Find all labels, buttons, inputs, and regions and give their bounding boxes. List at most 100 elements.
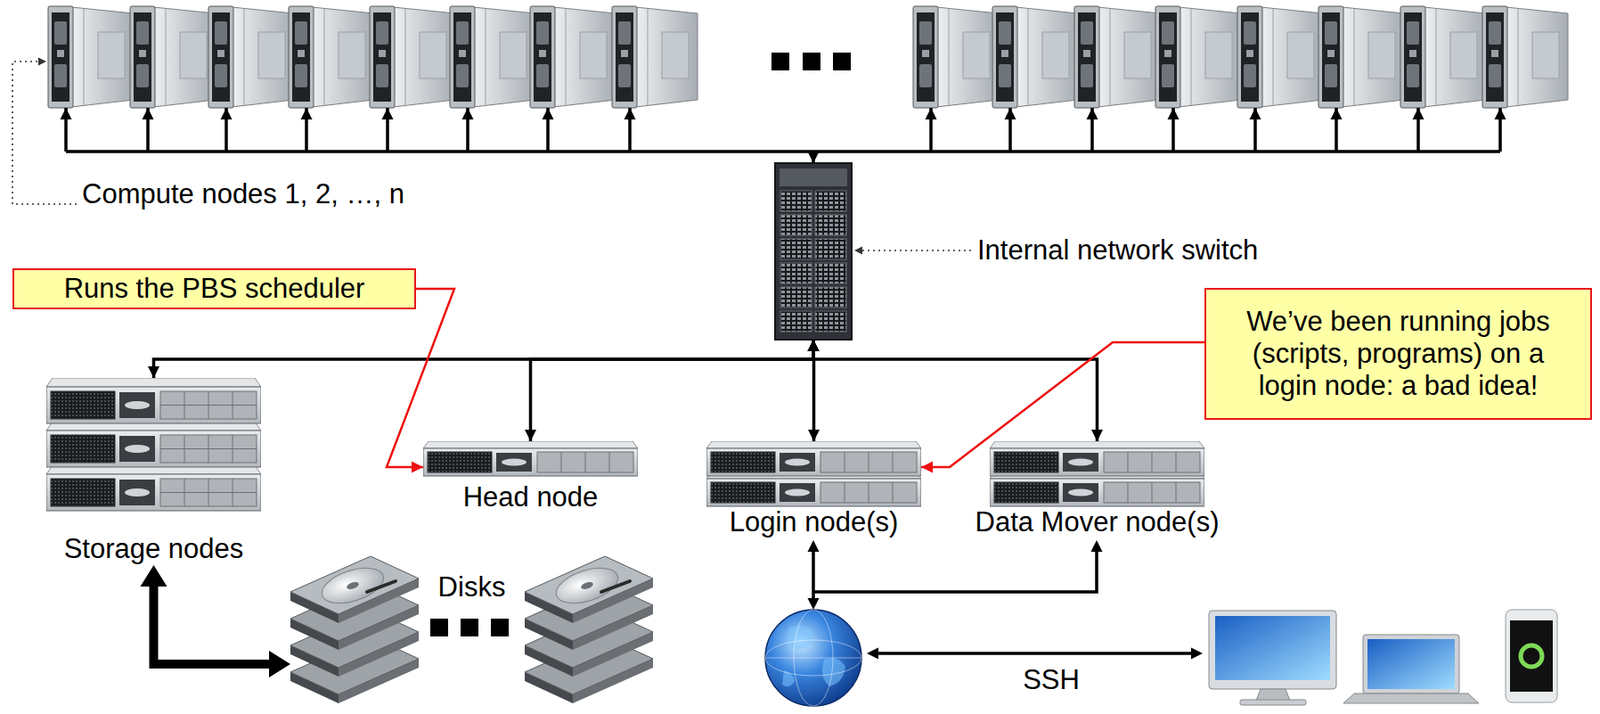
arrow-head (808, 429, 820, 441)
arrow-head (808, 339, 820, 352)
node-label: Login node(s) (729, 506, 899, 539)
node-box: Data Mover node(s) (971, 440, 1224, 539)
arrow-head (921, 461, 933, 474)
arrow-head (411, 461, 424, 474)
arrow-head (1412, 107, 1425, 120)
monitor-frame (1208, 610, 1337, 689)
arrow-head (60, 107, 73, 120)
switch-ports (815, 238, 847, 260)
arrow-head (301, 107, 313, 120)
arrow-head (1249, 107, 1262, 120)
node-label: We’ve been running jobs (scripts, progra… (1225, 305, 1571, 402)
connector-line (386, 288, 455, 467)
node-label: Runs the PBS scheduler (26, 272, 402, 305)
blade-server (992, 6, 1078, 108)
globe-grid (765, 657, 862, 659)
node-label: Head node (463, 481, 599, 514)
arrow-head (1191, 647, 1203, 660)
phone-body (1505, 609, 1558, 703)
connector (921, 342, 1205, 474)
connector (140, 564, 292, 678)
switch-ports (780, 262, 812, 284)
monitor-base (1240, 699, 1307, 705)
ellipsis-dot (490, 618, 509, 637)
node-label: Disks (290, 571, 654, 604)
switch-ports (780, 214, 812, 236)
connector (808, 339, 1104, 441)
arrow-head (808, 339, 820, 352)
arrow-head (808, 339, 820, 352)
arrow-head (925, 107, 938, 120)
node-box: We’ve been running jobs (scripts, progra… (1204, 287, 1592, 420)
arrow-head (542, 107, 555, 120)
arrow-head (808, 597, 820, 610)
blade-server (1482, 6, 1568, 108)
connector-line (65, 107, 1501, 164)
node-box: Compute nodes 1, 2, …, n (46, 5, 1568, 108)
ssh-line (877, 651, 1192, 655)
phone-icon (1520, 644, 1543, 667)
connector (524, 339, 820, 441)
globe-grid (765, 639, 862, 676)
blade-server (612, 6, 698, 108)
ellipsis-dot (460, 618, 479, 637)
node-box: Runs the PBS scheduler (12, 268, 417, 310)
connector (60, 107, 1507, 164)
ellipsis-dot (771, 52, 790, 71)
arrow-head (269, 650, 291, 678)
arrow-head (1091, 429, 1103, 441)
blade-server (369, 6, 456, 108)
switch-ports (815, 190, 847, 212)
blade-server (288, 6, 375, 108)
arrow-head (1004, 107, 1017, 120)
connector-line (154, 582, 272, 664)
blade-server (1318, 6, 1405, 108)
node-label: Compute nodes 1, 2, …, n (81, 178, 405, 211)
ellipsis-dot (832, 52, 851, 71)
node-box: Disks (290, 555, 654, 706)
blade-server (1400, 6, 1486, 108)
arrow-head (147, 366, 160, 378)
disk-stack (290, 555, 419, 703)
monitor-screen (1215, 615, 1331, 680)
globe-land (782, 624, 846, 686)
login-server (706, 440, 922, 476)
switch-ports (815, 310, 847, 332)
arrow-head (220, 107, 233, 120)
arrow-head (524, 429, 537, 441)
node-label: Internal network switch (977, 234, 1258, 267)
arrow-head (808, 151, 820, 164)
arrow-head (624, 107, 637, 120)
node-label: Storage nodes (64, 532, 245, 565)
arrow-head (382, 107, 394, 120)
data-mover-server (989, 440, 1205, 476)
login-server (706, 471, 922, 507)
storage-server (46, 465, 262, 511)
leader-head (854, 246, 863, 255)
switch-ports (780, 238, 812, 260)
arrow-head (142, 107, 155, 120)
arrow-head (1167, 107, 1180, 120)
arrow-head (462, 107, 474, 120)
arrow-head (1086, 107, 1099, 120)
blade-server (530, 6, 616, 108)
laptop-base (1343, 693, 1479, 703)
arrow-head (866, 647, 879, 660)
connector-line (813, 339, 1098, 441)
head-server (423, 440, 638, 476)
node-box: Head node (423, 440, 638, 514)
switch-ports (780, 190, 812, 212)
arrow-head (808, 539, 820, 552)
switch-panel (779, 168, 848, 187)
leader-head (38, 57, 47, 66)
node-box: Storage nodes (46, 377, 262, 565)
switch-ports (780, 286, 812, 308)
network-line (811, 548, 816, 603)
storage-server (46, 377, 262, 424)
blade-server (1155, 6, 1241, 108)
switch-ports (780, 310, 812, 332)
blade-server (208, 6, 294, 108)
switch-ports (815, 214, 847, 236)
phone-screen (1510, 620, 1553, 692)
